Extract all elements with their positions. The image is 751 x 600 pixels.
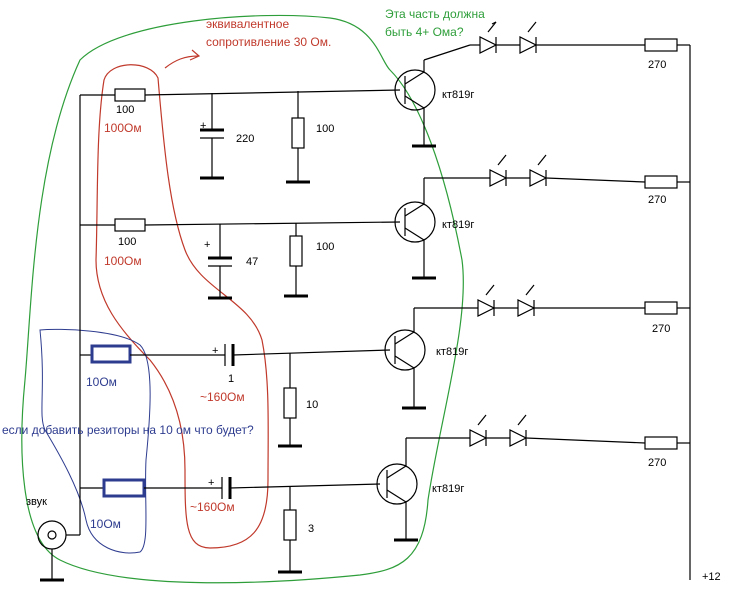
transistor-3-label: кт819г — [436, 346, 468, 358]
c2-plus: + — [204, 239, 210, 251]
rc4-value: 270 — [648, 457, 666, 469]
r5-value: 10 — [306, 399, 318, 411]
green-loop — [21, 14, 464, 584]
common-wiring — [37, 45, 691, 582]
blue-note-10-a: 10Ом — [86, 375, 117, 389]
stage-3 — [80, 299, 690, 448]
r1-value: 100 — [116, 104, 134, 116]
transistor-2-label: кт819г — [442, 219, 474, 231]
stage-1 — [80, 36, 690, 184]
red-note-160-a: ~160Ом — [200, 390, 245, 404]
rc2-value: 270 — [648, 194, 666, 206]
input-label: звук — [26, 496, 47, 508]
green-note-line2: быть 4+ Ома? — [385, 25, 464, 39]
transistor-1-label: кт819г — [442, 89, 474, 101]
red-note-160-b: ~160Ом — [190, 500, 235, 514]
led-light-arrows — [477, 21, 547, 426]
stage-2 — [80, 169, 690, 300]
r6-value: 3 — [308, 523, 314, 535]
red-loop — [95, 49, 269, 549]
question-note: если добавить резиторы на 10 ом что буде… — [2, 423, 254, 437]
c2-value: 47 — [246, 256, 258, 268]
rc3-value: 270 — [652, 323, 670, 335]
r3-value: 100 — [118, 236, 136, 248]
c3-plus: + — [212, 345, 218, 357]
red-note-100-b: 100Ом — [104, 254, 142, 268]
red-note-100-a: 100Ом — [104, 121, 142, 135]
r2-value: 100 — [316, 123, 334, 135]
green-note-line1: Эта часть должна — [385, 7, 485, 21]
c1-plus: + — [200, 120, 206, 132]
c1-value: 220 — [236, 133, 254, 145]
blue-loop — [39, 328, 151, 554]
stage-4 — [80, 429, 690, 574]
transistor-4-label: кт819г — [432, 483, 464, 495]
c4-plus: + — [208, 477, 214, 489]
equivalent-note-line2: сопротивление 30 Ом. — [206, 35, 331, 49]
rc1-value: 270 — [648, 59, 666, 71]
r4-value: 100 — [316, 241, 334, 253]
supply-label: +12 — [702, 571, 721, 583]
c3-value: 1 — [228, 373, 234, 385]
blue-note-10-b: 10Ом — [90, 517, 121, 531]
equivalent-note-line1: эквивалентное — [206, 17, 289, 31]
